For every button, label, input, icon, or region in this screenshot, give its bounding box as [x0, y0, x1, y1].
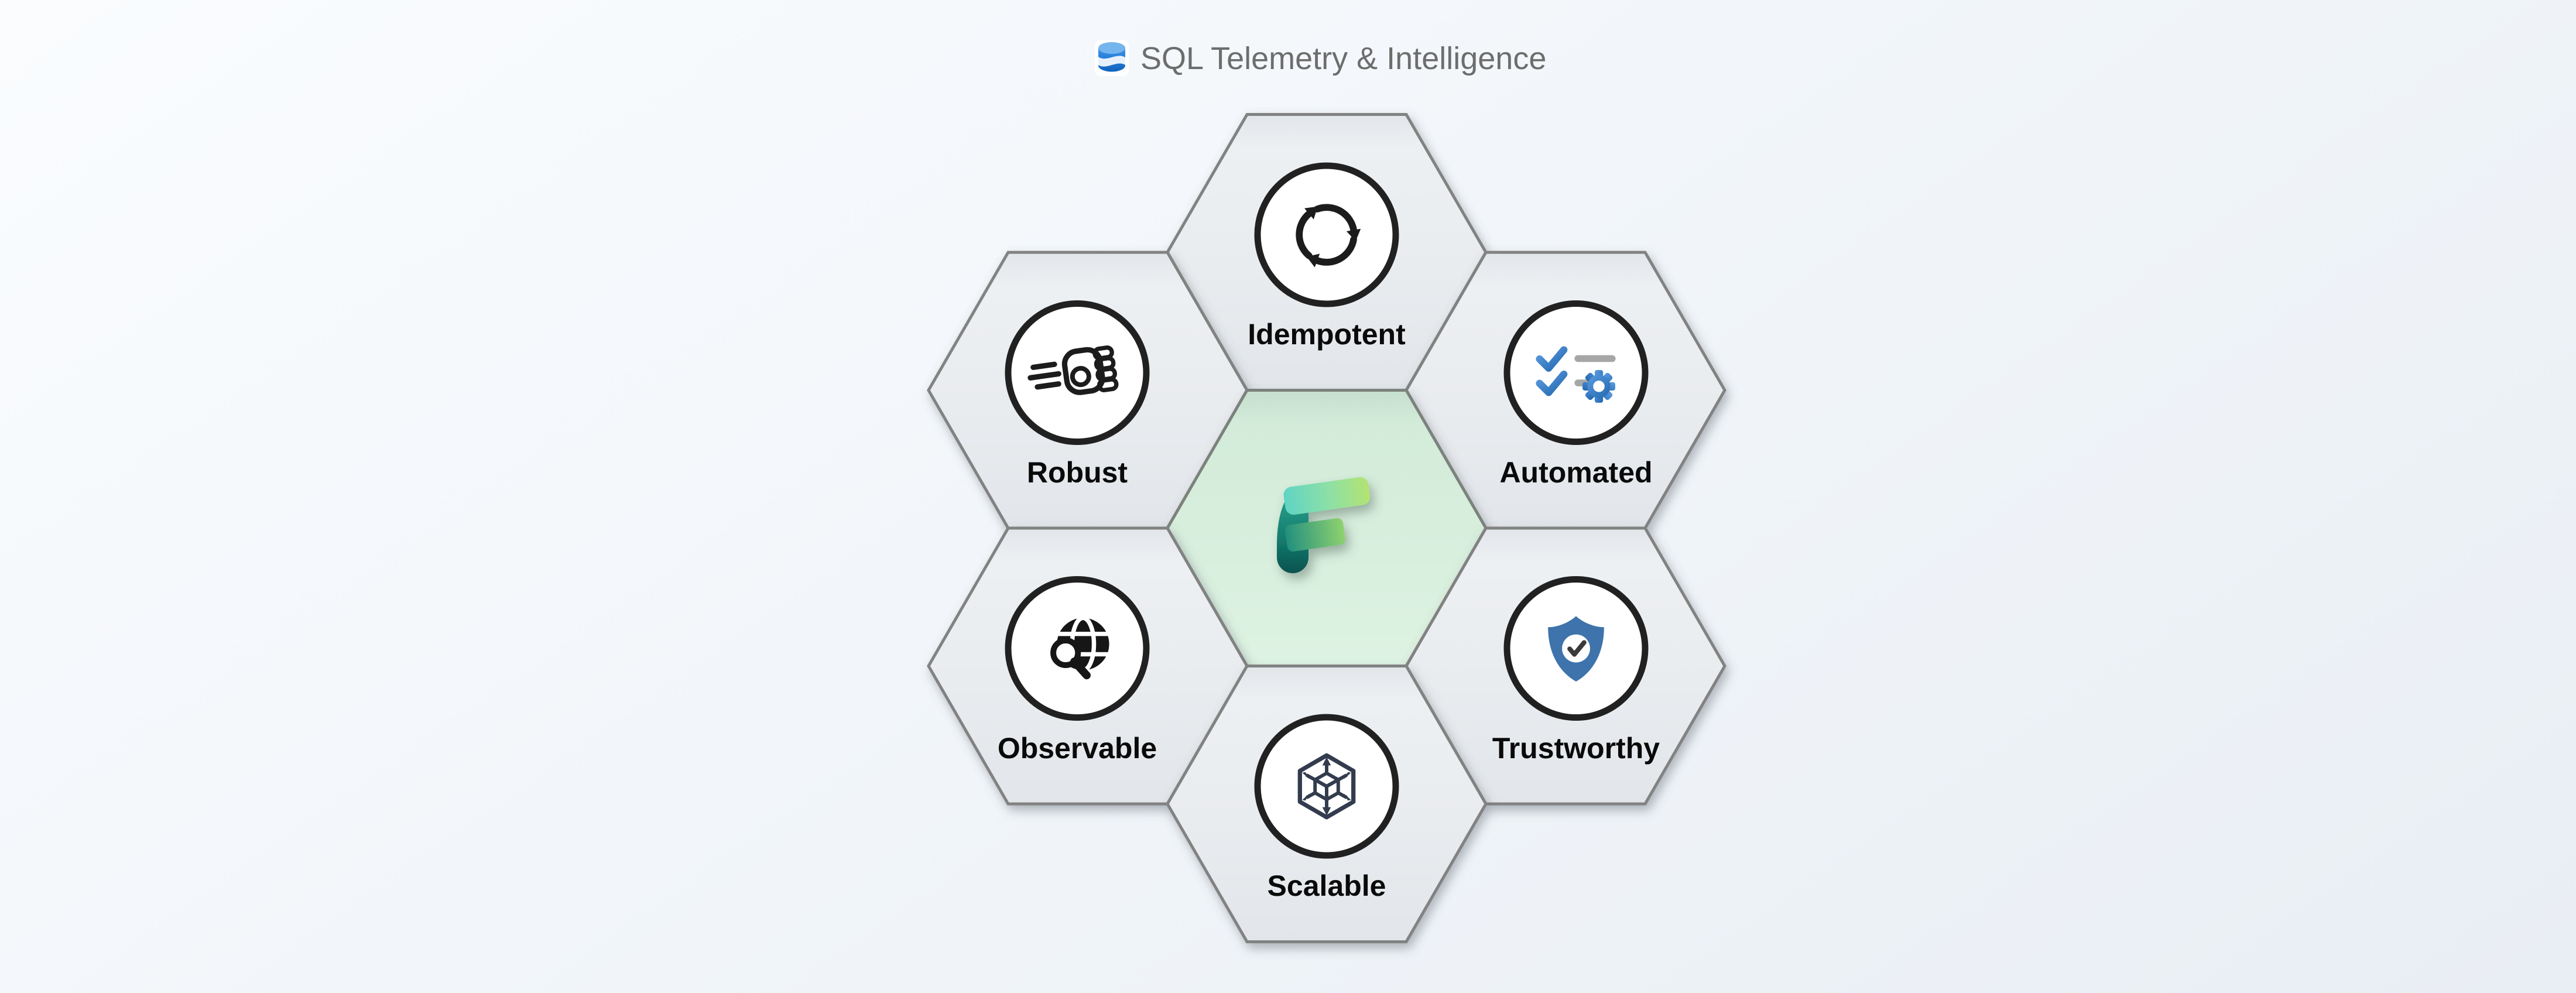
hexagon-label: Idempotent — [1248, 318, 1406, 351]
hexagon-scalable: Scalable — [1166, 665, 1488, 943]
sql-database-icon — [1095, 40, 1129, 76]
cube-scale-icon — [1297, 753, 1356, 820]
hexagon-idempotent: Idempotent — [1166, 113, 1488, 392]
hexagon-label: Robust — [1027, 456, 1128, 489]
hexagon-label: Scalable — [1268, 869, 1386, 902]
icon-circle — [1005, 300, 1150, 445]
globe-magnifier-icon — [1050, 615, 1109, 680]
hexagon-observable: Observable — [927, 526, 1249, 806]
hexagon-label: Observable — [998, 732, 1157, 765]
fabric-mid-arm — [1285, 518, 1345, 552]
db-cylinder-top — [1098, 42, 1125, 54]
checklist-gear-icon — [1536, 346, 1616, 403]
fist-speed-icon — [1027, 345, 1119, 395]
db-s-band — [1098, 56, 1125, 67]
shield-check-icon — [1548, 616, 1604, 682]
hexagon-center-fabric — [1166, 389, 1488, 667]
fabric-top-arm — [1283, 477, 1371, 515]
hexagon-label: Trustworthy — [1492, 732, 1660, 765]
hexagon-trustworthy: Trustworthy — [1405, 526, 1727, 806]
microsoft-fabric-logo — [1277, 477, 1371, 573]
page-header: SQL Telemetry & Intelligence — [1095, 40, 1546, 76]
hexagon-automated: Automated — [1405, 251, 1727, 530]
icon-circle — [1503, 300, 1649, 445]
gear-icon — [1582, 369, 1615, 403]
page-title: SQL Telemetry & Intelligence — [1140, 41, 1546, 76]
recycle-icon — [1286, 202, 1361, 278]
hexagon-label: Automated — [1499, 456, 1652, 489]
icon-circle — [1254, 162, 1399, 307]
